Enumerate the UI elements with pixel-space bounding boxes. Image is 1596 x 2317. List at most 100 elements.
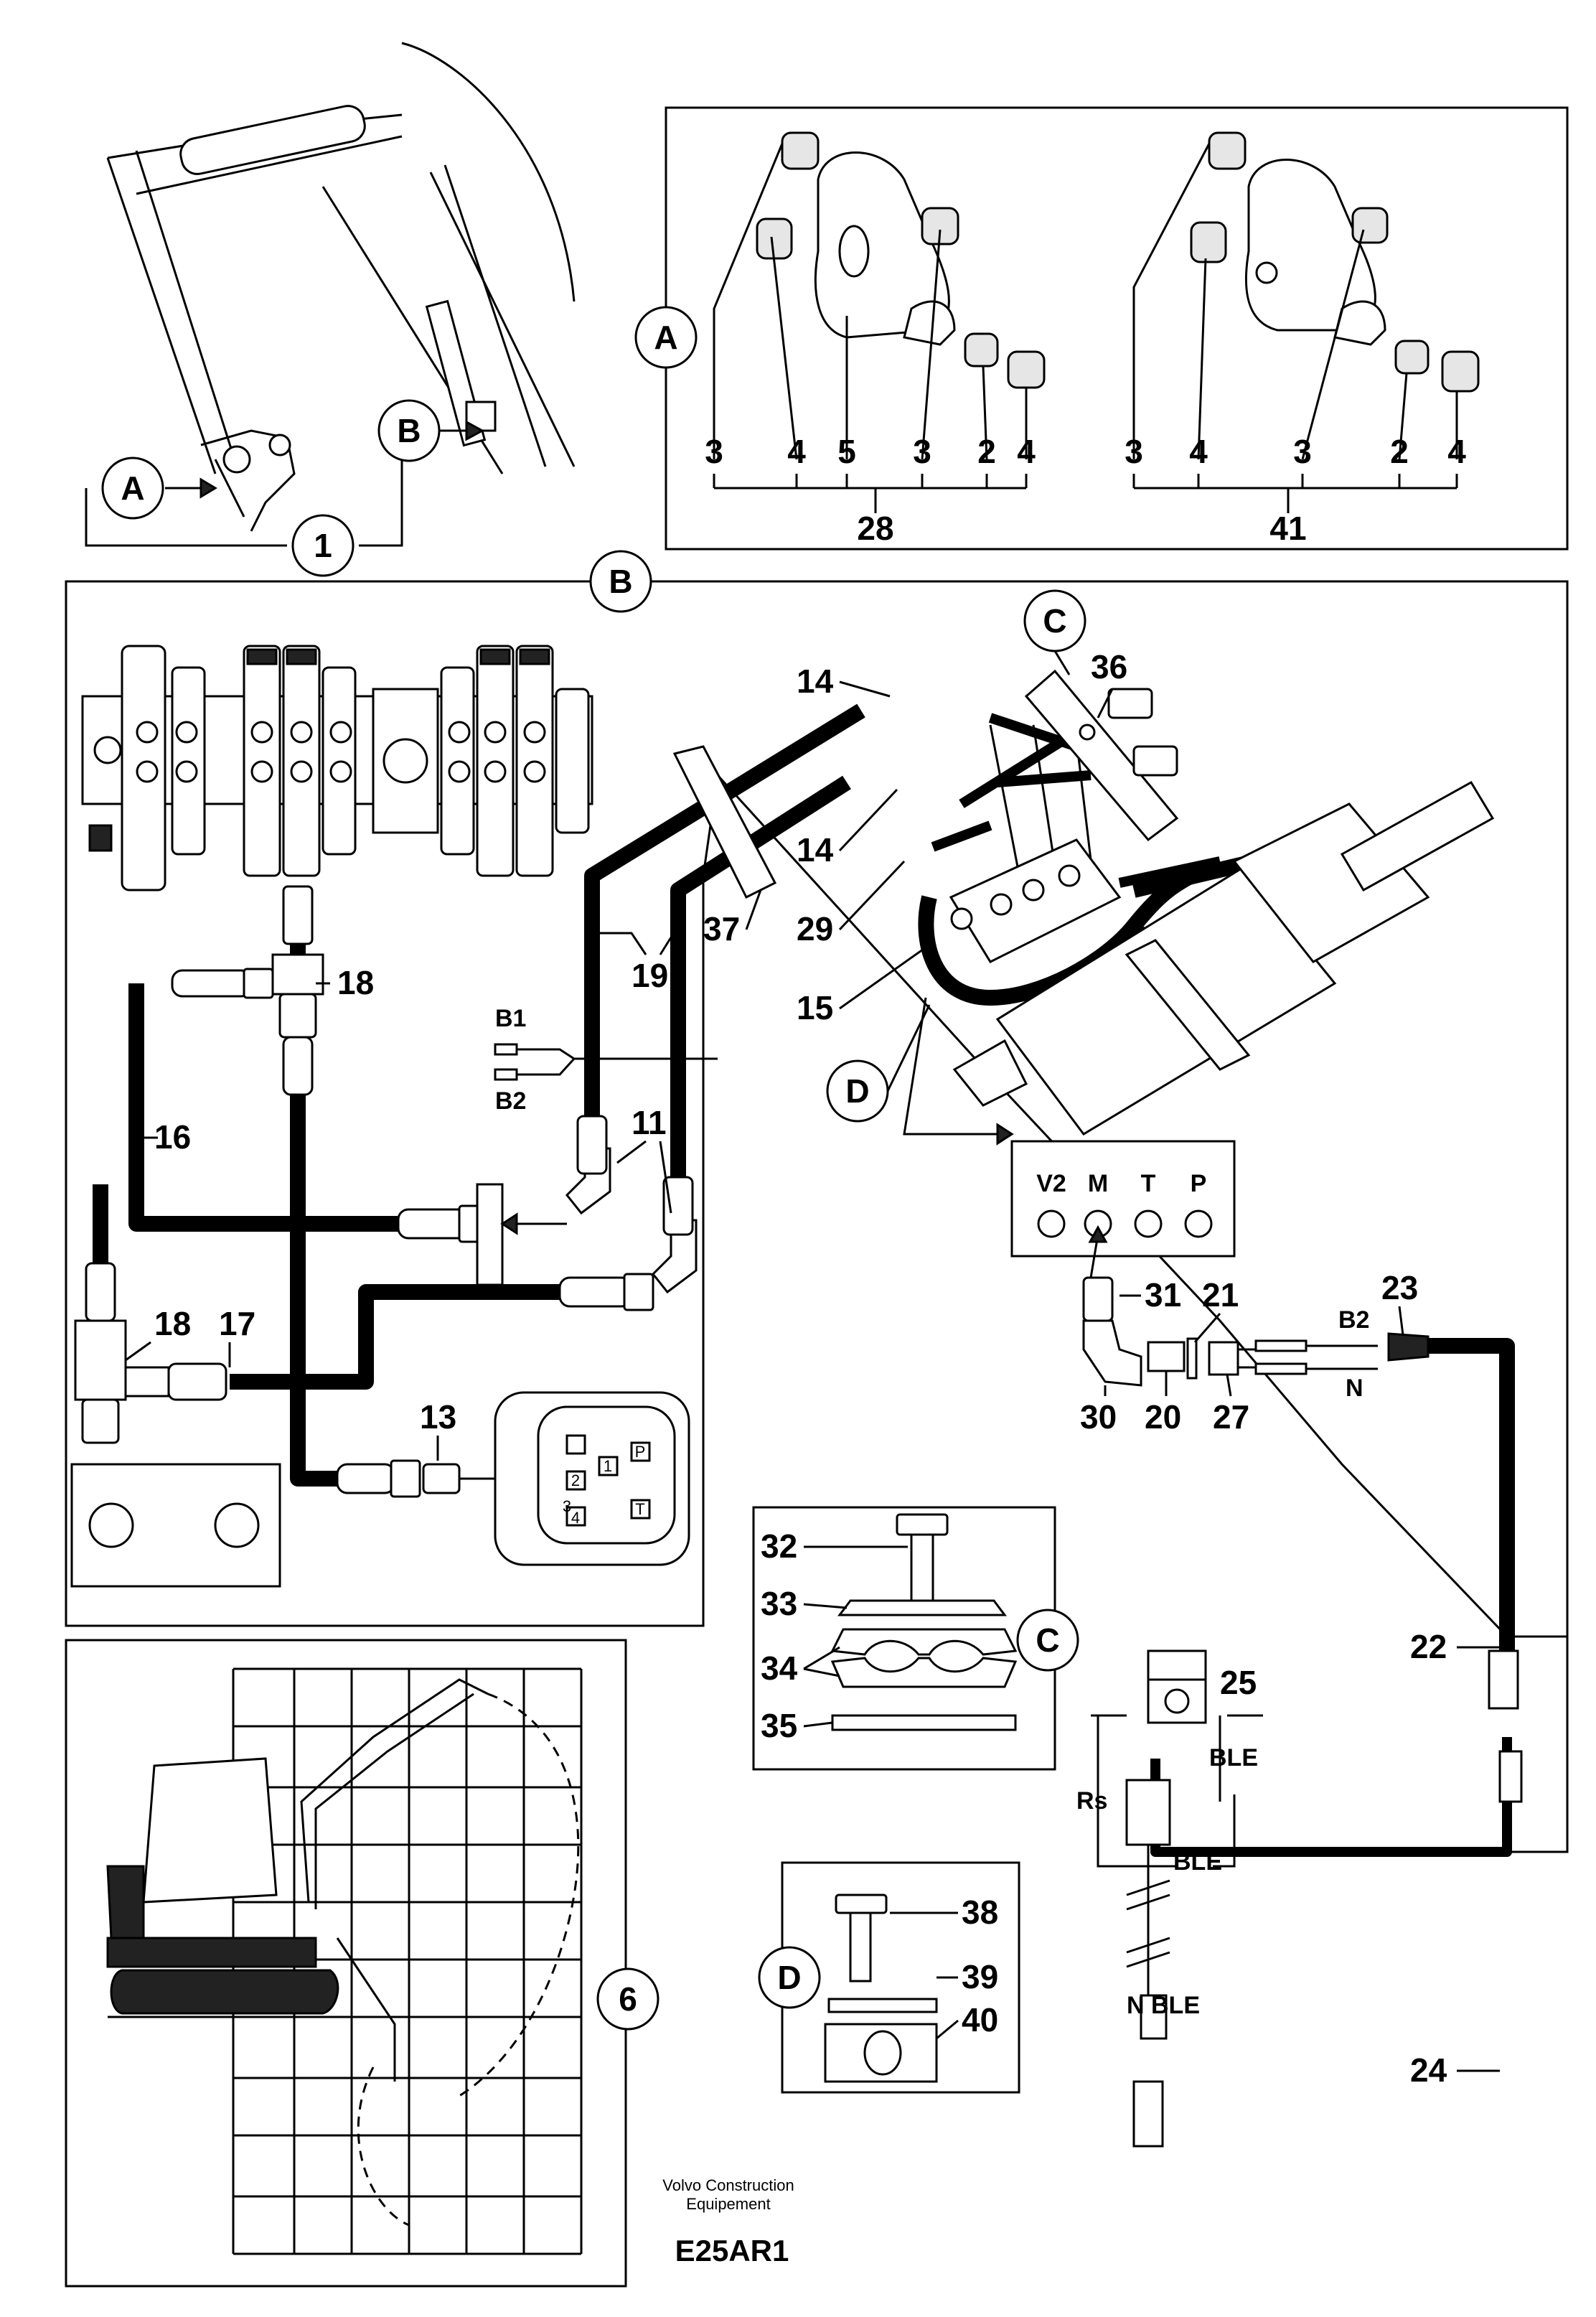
callout-11: 11	[632, 1104, 667, 1141]
panel-6-tag-label: 6	[619, 1980, 637, 2018]
port-label-m: M	[1088, 1170, 1108, 1197]
callout-19: 19	[632, 957, 668, 994]
circle-tag-c: C	[1023, 589, 1086, 675]
panel-b-tag-label: B	[609, 563, 632, 600]
callout-25: 25	[1220, 1664, 1257, 1701]
callout-27: 27	[1213, 1398, 1249, 1436]
kit-28-part-label: 5	[837, 433, 856, 470]
callout-1-overview: 1	[85, 459, 403, 577]
kit-41-number: 41	[1269, 510, 1306, 547]
pedal-valve: 2 3 1 4 P T	[494, 1391, 690, 1566]
panel-c-labels: 32 33 34 35	[761, 1527, 908, 1744]
kit-41-part-labels: 3 4 3 2 4 41	[1125, 433, 1466, 547]
callout-16: 16	[154, 1118, 191, 1156]
pedal-port-4: 4	[571, 1509, 580, 1527]
callout-17: 17	[219, 1305, 255, 1342]
callout-18-lower: 18	[154, 1305, 191, 1342]
part-40-label: 40	[962, 2001, 998, 2039]
port-label-p: P	[1191, 1170, 1207, 1197]
callout-18-upper: 18	[337, 964, 374, 1001]
callout-a-label: A	[121, 469, 144, 507]
panel-d-tag: D	[758, 1946, 821, 2009]
bushing-kit-28-illustration	[713, 131, 1046, 513]
callout-15: 15	[797, 989, 833, 1026]
clamp-d-illustration	[824, 1894, 938, 2083]
hose-clamp-37	[672, 745, 777, 899]
callout-23: 23	[1381, 1269, 1418, 1306]
circle-tag-d: D	[826, 1004, 931, 1123]
port-label-v2: V2	[1036, 1170, 1066, 1197]
panel-a-tag: A	[634, 306, 698, 369]
wire-label-ble-upper: BLE	[1209, 1744, 1258, 1771]
part-33-label: 33	[761, 1585, 797, 1622]
panel-6-tag: 6	[596, 1967, 659, 2031]
excavator-silhouette	[106, 1678, 580, 2227]
callout-20: 20	[1145, 1398, 1181, 1436]
panel-6-frame	[65, 1639, 627, 2288]
footer-maker-line1: Volvo Construction	[662, 2176, 794, 2194]
callout-22: 22	[1410, 1628, 1447, 1665]
valve-motor-assembly	[949, 669, 1495, 1136]
pressure-switch-fittings	[1082, 1276, 1430, 1387]
callout-b-label: B	[397, 412, 421, 449]
kit-28-part-label: 3	[705, 433, 723, 470]
kit-28-part-labels: 3 4 5 3 2 4 28	[705, 433, 1036, 547]
kit-41-part-label: 2	[1390, 433, 1409, 470]
callout-30: 30	[1080, 1398, 1117, 1436]
clamp-c-illustration	[830, 1513, 1018, 1731]
callout-36: 36	[1091, 648, 1127, 685]
panel-b-callouts: 14 14 36 37 29 15 19 18 16 18 17 11 13 3…	[125, 648, 1500, 2089]
panel-a-tag-label: A	[654, 319, 677, 356]
callout-1-label: 1	[314, 527, 332, 564]
wire-label-n-connector: N	[1346, 1375, 1363, 1402]
callout-21: 21	[1202, 1276, 1239, 1314]
panel-c-tag-label: C	[1036, 1621, 1059, 1659]
callout-14-upper: 14	[797, 663, 834, 700]
panel-d-labels: 38 39 40	[890, 1894, 998, 2040]
part-32-label: 32	[761, 1527, 797, 1565]
footer-drawing-code: E25AR1	[675, 2234, 789, 2267]
callout-29: 29	[797, 910, 833, 947]
fittings	[70, 885, 698, 1588]
wire-label-ble-lower: BLE	[1173, 1848, 1222, 1876]
callout-24: 24	[1410, 2051, 1447, 2089]
panel-c-tag: C	[1016, 1609, 1079, 1672]
kit-28-part-label: 2	[977, 433, 996, 470]
control-valve-bank	[81, 645, 593, 891]
part-38-label: 38	[962, 1894, 998, 1931]
wire-label-b2-connector: B2	[1338, 1306, 1369, 1334]
pedal-port-p: P	[635, 1443, 646, 1461]
electrical-harness	[1091, 1649, 1523, 2148]
callout-14-lower: 14	[797, 831, 834, 869]
kit-41-part-label: 3	[1125, 433, 1143, 470]
panel-a-frame	[665, 106, 1569, 551]
pedal-port-3: 3	[563, 1497, 571, 1515]
pedal-port-1: 1	[604, 1457, 612, 1475]
footer: Volvo Construction Equipement E25AR1	[662, 2176, 794, 2267]
wires-b1-b2: B1 B2	[494, 1005, 718, 1115]
wire-label-n-ble: N BLE	[1127, 1992, 1200, 2019]
panel-b-right-edge	[66, 580, 1569, 1853]
panel-b-tag: B	[589, 550, 652, 613]
callout-37: 37	[703, 910, 740, 947]
part-39-label: 39	[962, 1958, 998, 1995]
circle-tag-d-label: D	[845, 1072, 869, 1110]
panel-d-tag-label: D	[777, 1959, 801, 1996]
callout-b-overview: B	[377, 399, 485, 462]
kit-28-part-label: 4	[1017, 433, 1036, 470]
pedal-port-t: T	[635, 1500, 644, 1518]
kit-28-part-label: 3	[913, 433, 931, 470]
footer-maker-line2: Equipement	[686, 2195, 770, 2213]
pedal-port-2: 2	[571, 1471, 580, 1489]
kit-41-part-label: 4	[1447, 433, 1466, 470]
wire-label-rs: Rs	[1076, 1787, 1107, 1815]
part-35-label: 35	[761, 1707, 797, 1744]
bushing-kit-41-illustration	[1132, 131, 1480, 513]
port-label-t: T	[1141, 1170, 1156, 1197]
kit-41-part-label: 3	[1293, 433, 1312, 470]
callout-13: 13	[420, 1398, 456, 1436]
overview-arm-illustration	[106, 42, 576, 532]
port-block: V2 M T P	[1010, 1140, 1236, 1278]
kit-28-number: 28	[857, 510, 893, 547]
